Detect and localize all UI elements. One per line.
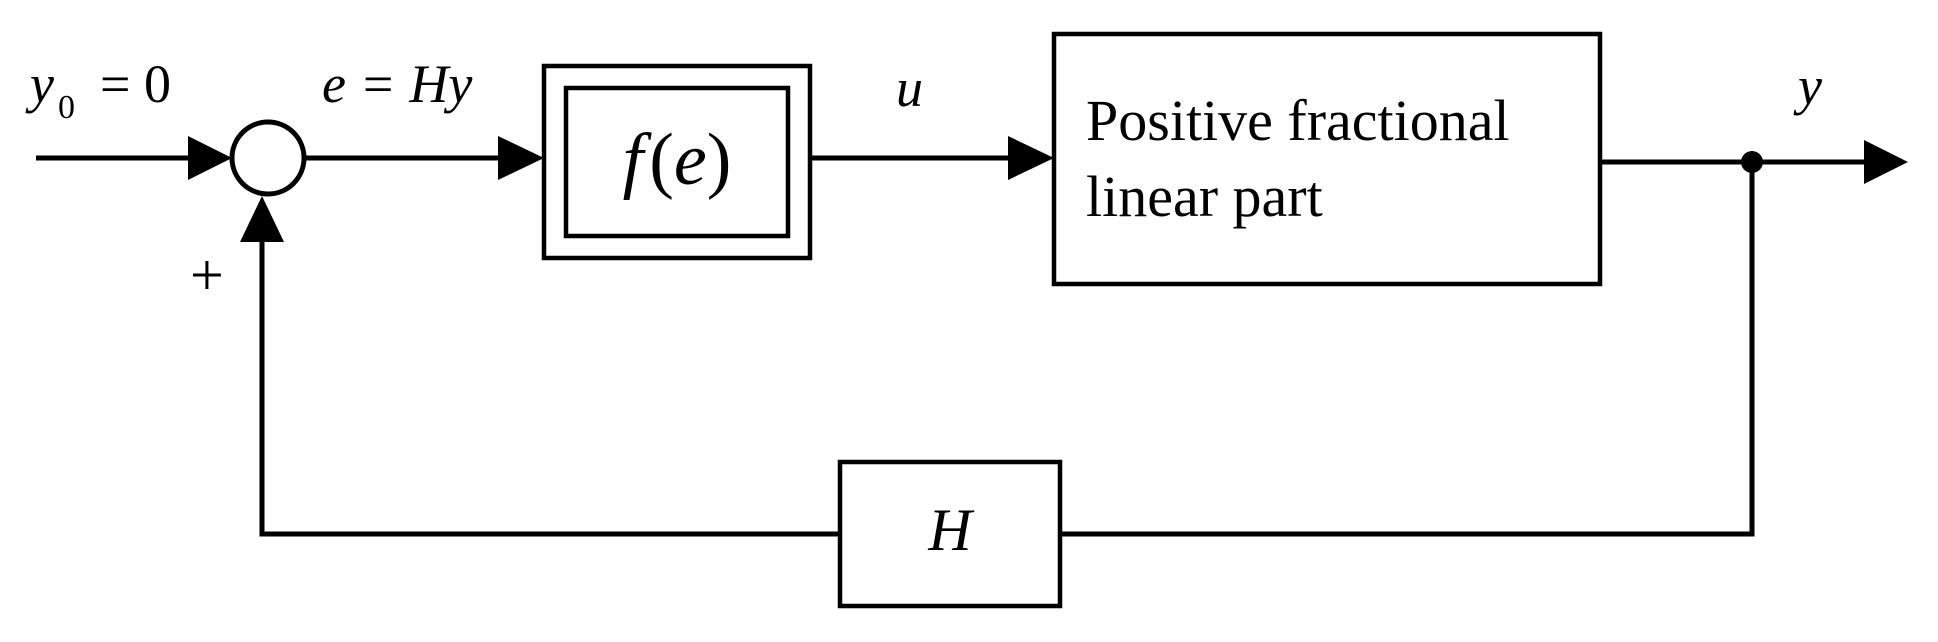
- feedback-arrowhead: [240, 196, 284, 242]
- output-signal-label: y: [1793, 56, 1822, 116]
- summing-junction: [229, 119, 307, 197]
- feedback-line-right: [1060, 162, 1755, 537]
- control-signal-label: u: [896, 58, 923, 118]
- sum-plus-sign: +: [190, 242, 224, 308]
- nonlinear-function-label: f(e): [623, 119, 732, 201]
- nonlinear-block-inner: [563, 85, 791, 239]
- linear-part-block: [1051, 31, 1603, 287]
- input-arrowhead: [188, 136, 232, 180]
- feedback-gain-label: H: [927, 497, 975, 563]
- feedback-line-left: [259, 240, 840, 537]
- input-equation: = 0: [100, 54, 171, 114]
- linear-part-label-line1: Positive fractional: [1086, 88, 1510, 153]
- input-subscript: 0: [58, 89, 75, 126]
- nonlinear-function-argument: e: [674, 119, 707, 201]
- nonlinear-open-paren: (: [649, 119, 674, 201]
- linear-part-label-line2: linear part: [1086, 164, 1323, 229]
- nonlinear-close-paren: ): [707, 119, 732, 201]
- input-symbol: y: [25, 54, 54, 114]
- control-arrowhead: [1008, 136, 1054, 180]
- error-arrowhead: [498, 136, 544, 180]
- output-arrowhead: [1864, 140, 1908, 184]
- error-label: e = Hy: [322, 54, 472, 114]
